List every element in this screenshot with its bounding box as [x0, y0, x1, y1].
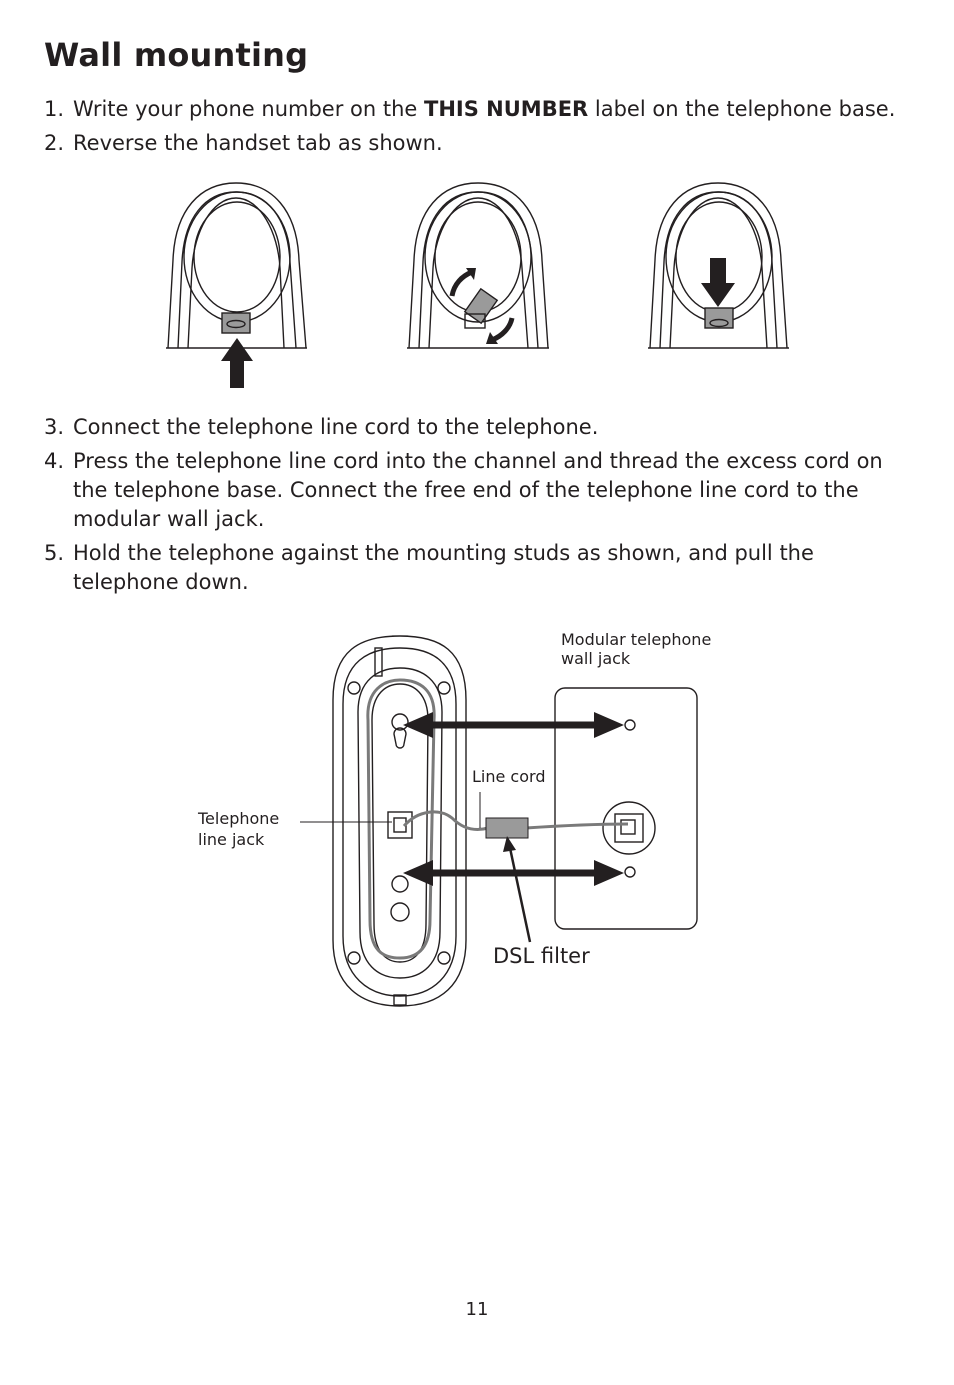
step-number: 5.	[44, 541, 65, 565]
wall-plate	[554, 687, 698, 930]
arrowhead-icon	[486, 332, 498, 344]
mounting-stud-arrows	[403, 712, 624, 886]
arrow-left-icon	[403, 712, 433, 738]
step-4: 4. Press the telephone line cord into th…	[44, 447, 904, 534]
step-text: label on the telephone base.	[588, 97, 896, 121]
arrow-down-icon	[701, 258, 735, 307]
this-number-label: THIS NUMBER	[424, 97, 589, 121]
line-cord-label: Line cord	[472, 767, 545, 786]
step-number: 4.	[44, 449, 65, 473]
step-number: 1.	[44, 97, 65, 121]
dsl-filter	[485, 817, 529, 839]
instruction-list-top: 1. Write your phone number on the THIS N…	[44, 95, 904, 163]
cord-channel	[366, 678, 436, 960]
handset-figure-2	[407, 182, 549, 349]
step-text: Press the telephone line cord into the c…	[73, 449, 883, 531]
telephone-jack-label: Telephone	[197, 809, 279, 828]
instruction-list-bottom: 3. Connect the telephone line cord to th…	[44, 413, 904, 602]
step-text: Hold the telephone against the mounting …	[73, 541, 814, 594]
telephone-jack-label: line jack	[198, 830, 265, 849]
step-text: Reverse the handset tab as shown.	[73, 131, 443, 155]
line-cord	[525, 822, 629, 830]
page-number: 11	[465, 1299, 489, 1320]
step-number: 2.	[44, 131, 65, 155]
step-text: Connect the telephone line cord to the t…	[73, 415, 599, 439]
line-cord	[402, 810, 489, 832]
wall-jack-label: wall jack	[561, 649, 631, 668]
arrow-up-icon	[221, 338, 253, 388]
handset-figure-3	[648, 182, 789, 349]
telephone-base	[332, 635, 467, 1007]
step-1: 1. Write your phone number on the THIS N…	[44, 95, 904, 124]
step-text: Write your phone number on the	[73, 97, 425, 121]
step-number: 3.	[44, 415, 65, 439]
page-title: Wall mounting	[44, 36, 309, 74]
step-3: 3. Connect the telephone line cord to th…	[44, 413, 904, 442]
arrow-right-icon	[594, 860, 624, 886]
step-2: 2. Reverse the handset tab as shown.	[44, 129, 904, 158]
dsl-filter-pointer	[508, 847, 532, 943]
arrow-right-icon	[594, 712, 624, 738]
step-5: 5. Hold the telephone against the mounti…	[44, 539, 904, 597]
arrow-left-icon	[403, 860, 433, 886]
arrowhead-icon	[503, 836, 516, 852]
wall-jack-label: Modular telephone	[561, 630, 711, 649]
dsl-filter-label: DSL filter	[493, 944, 590, 968]
arrowhead-icon	[466, 268, 476, 280]
